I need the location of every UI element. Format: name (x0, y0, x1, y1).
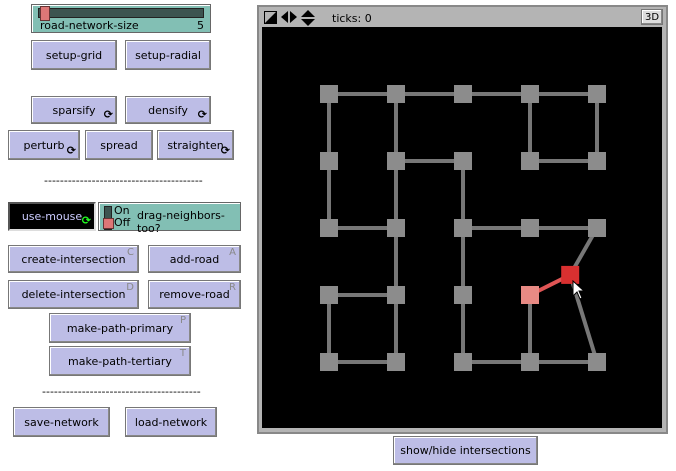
button-label: perturb (23, 138, 65, 152)
separator: ---------------------------------------- (42, 385, 201, 398)
intersection[interactable] (387, 353, 405, 371)
intersection[interactable] (320, 85, 338, 103)
drag-neighbors-switch[interactable]: On Off drag-neighbors-too? (98, 202, 241, 235)
intersection[interactable] (454, 286, 472, 304)
neighbor-intersection[interactable] (521, 286, 539, 304)
intersection[interactable] (454, 152, 472, 170)
vertical-arrows-icon[interactable] (301, 10, 315, 26)
button-label: show/hide intersections (400, 444, 531, 457)
button-label: make-path-primary (66, 321, 174, 335)
slider-track[interactable] (38, 8, 204, 18)
intersection[interactable] (588, 353, 606, 371)
selected-intersection[interactable] (561, 265, 580, 284)
button-label: setup-radial (135, 48, 201, 62)
horizontal-arrows-icon[interactable] (281, 11, 299, 24)
intersection[interactable] (387, 286, 405, 304)
intersection[interactable] (387, 85, 405, 103)
3d-button[interactable]: 3D (641, 9, 663, 25)
intersection[interactable] (454, 353, 472, 371)
switch-label: drag-neighbors-too? (137, 209, 225, 235)
straighten-button[interactable]: straighten⟳ (157, 130, 234, 160)
hotkey-label: A (229, 247, 236, 258)
button-label: use-mouse (21, 210, 83, 223)
button-label: sparsify (52, 103, 96, 117)
mouse-cursor-icon (572, 280, 586, 300)
setup-radial-button[interactable]: setup-radial (125, 40, 211, 70)
hotkey-label: C (127, 247, 134, 258)
button-label: save-network (24, 415, 99, 429)
densify-button[interactable]: densify ⟳ (125, 96, 211, 124)
road-network-canvas[interactable] (262, 27, 662, 428)
hotkey-label: P (179, 315, 186, 326)
setup-grid-button[interactable]: setup-grid (31, 40, 117, 70)
sparsify-button[interactable]: sparsify ⟳ (31, 96, 117, 124)
forever-icon: ⟳ (81, 214, 91, 227)
button-label: remove-road (159, 288, 230, 301)
road-network-size-slider[interactable]: road-network-size 5 (31, 4, 211, 33)
intersection[interactable] (320, 286, 338, 304)
world-view: ticks: 0 3D (257, 5, 668, 434)
switch-on-label: On (114, 204, 130, 217)
intersection[interactable] (521, 85, 539, 103)
save-network-button[interactable]: save-network (13, 407, 110, 437)
button-label: densify (148, 103, 188, 117)
load-network-button[interactable]: load-network (125, 407, 217, 437)
intersection[interactable] (521, 152, 539, 170)
button-label: create-intersection (21, 252, 126, 266)
separator: ---------------------------------------- (44, 174, 203, 187)
intersection[interactable] (521, 353, 539, 371)
forever-icon: ⟳ (103, 108, 113, 121)
slider-value: 5 (197, 19, 204, 32)
spread-button[interactable]: spread (85, 130, 153, 160)
use-mouse-button[interactable]: use-mouse⟳ (8, 202, 96, 231)
intersection[interactable] (588, 152, 606, 170)
button-label: make-path-tertiary (68, 354, 172, 368)
hotkey-label: D (126, 282, 134, 293)
button-label: straighten (167, 138, 224, 152)
make-path-primary-button[interactable]: make-path-primary P (49, 313, 191, 343)
switch-off-label: Off (114, 216, 131, 229)
shape-icon[interactable] (264, 11, 277, 24)
intersection[interactable] (387, 219, 405, 237)
forever-icon: ⟳ (197, 108, 207, 121)
intersection[interactable] (521, 219, 539, 237)
intersection[interactable] (588, 219, 606, 237)
view-toolbar: ticks: 0 3D (259, 7, 666, 28)
button-label: delete-intersection (21, 288, 126, 301)
show-hide-intersections-button[interactable]: show/hide intersections (393, 436, 538, 465)
switch-knob[interactable] (103, 218, 114, 229)
intersection[interactable] (454, 85, 472, 103)
slider-label: road-network-size (40, 19, 139, 32)
button-label: spread (100, 138, 138, 152)
make-path-tertiary-button[interactable]: make-path-tertiary T (49, 346, 191, 376)
ticks-counter: ticks: 0 (332, 12, 372, 25)
intersection[interactable] (387, 152, 405, 170)
perturb-button[interactable]: perturb⟳ (8, 130, 80, 160)
button-label: load-network (134, 415, 208, 429)
intersection[interactable] (320, 219, 338, 237)
intersection[interactable] (320, 152, 338, 170)
add-road-button[interactable]: add-road A (148, 245, 241, 273)
hotkey-label: R (229, 282, 236, 293)
forever-icon: ⟳ (66, 144, 76, 157)
intersection[interactable] (588, 85, 606, 103)
intersection[interactable] (320, 353, 338, 371)
hotkey-label: T (179, 348, 186, 359)
intersection[interactable] (454, 219, 472, 237)
button-label: add-road (169, 252, 220, 266)
slider-knob[interactable] (40, 6, 50, 21)
button-label: setup-grid (45, 48, 103, 62)
forever-icon: ⟳ (220, 144, 230, 157)
